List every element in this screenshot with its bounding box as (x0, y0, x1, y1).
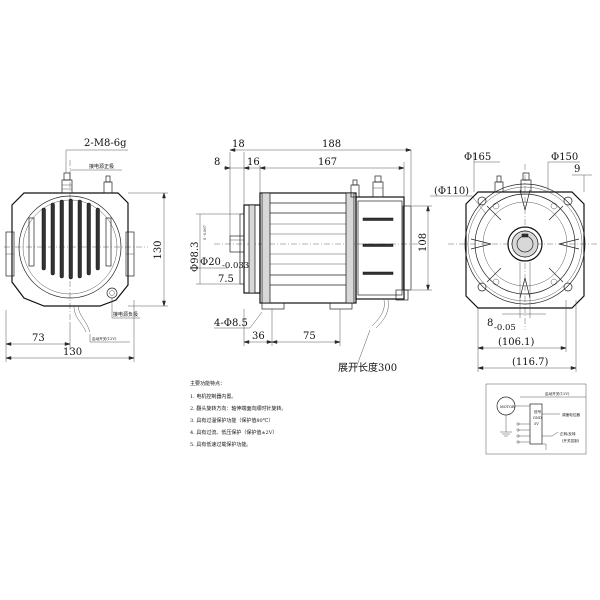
label-power-positive: 接电源正极 (89, 163, 114, 170)
feature-notes: 主要功能特点： 1. 电机控制器内置。 2. 翻头旋转方向：轴伸端面向顺时针旋转… (190, 380, 286, 448)
note-item-2: 2. 翻头旋转方向：轴伸端面向顺时针旋转。 (190, 405, 286, 412)
dim-mount-holes: 4-Φ8.5 (214, 318, 248, 329)
notes-title: 主要功能特点： (190, 380, 225, 387)
wiring-diagram: 启动开关(12V) MOTOR 信号 GND 5V 调速电位器 正转/反转 (开… (485, 383, 587, 455)
dim-key-tolerance: -0.05 (494, 323, 516, 333)
dim-18: 18 (232, 139, 245, 150)
left-view-body (11, 192, 129, 307)
dim-shaft-tolerance: -0.033 (222, 261, 249, 271)
dim-overall-length: 188 (322, 139, 341, 150)
controller-housing (355, 196, 405, 300)
dim-116-7: (116.7) (512, 357, 549, 368)
dim-shaft: Φ20 (200, 257, 221, 268)
dim-left-width: 130 (63, 347, 82, 358)
dim-75: 75 (303, 331, 316, 342)
label-thread-spec: 2-M8-6g (84, 138, 127, 149)
note-item-1: 1. 电机控制器内置。 (190, 393, 236, 400)
dim-bore: Φ98.3 (190, 242, 201, 272)
dim-left-offset: 73 (32, 333, 45, 344)
dim-d165: Φ165 (464, 152, 491, 163)
wiring-mid-label-3: 5V (534, 422, 539, 426)
dim-left-height: 130 (153, 240, 164, 259)
note-item-3: 3. 具有过温保护功能（保护值80℃） (190, 417, 273, 424)
dim-d150: Φ150 (551, 152, 578, 163)
wiring-forward-reverse: 正转/反转 (560, 431, 576, 436)
dim-7-5: 7.5 (218, 274, 234, 285)
dim-36: 36 (252, 331, 265, 342)
cooling-fins (41, 198, 100, 280)
front-view: 188 18 8 16 167 Φ98.3 0 -0.067 Φ20 -0.03… (190, 139, 432, 374)
wiring-motor-label: MOTOR (500, 405, 515, 409)
dim-d110: (Φ110) (434, 186, 469, 197)
dim-9: 9 (574, 164, 580, 175)
dim-108: 108 (418, 233, 429, 252)
label-power-negative: 接电源负极 (113, 311, 138, 318)
wiring-top-label: 启动开关(12V) (545, 391, 570, 396)
dim-8: 8 (214, 157, 220, 168)
wiring-mid-label-1: 信号 (534, 409, 542, 414)
dim-bore-tolerance: 0 -0.067 (203, 224, 207, 240)
wiring-mid-label-2: GND (533, 416, 542, 420)
terminal-studs (61, 172, 113, 194)
dim-106-1: (106.1) (498, 337, 535, 348)
note-item-5: 5. 具有低速过载保护功能。 (190, 441, 251, 448)
motor-body (259, 192, 357, 304)
right-view: Φ165 Φ150 9 (Φ110) 8 -0.05 (106.1) (116.… (430, 152, 598, 372)
dim-16: 16 (247, 157, 260, 168)
label-start-switch: 启动开关(12V) (92, 336, 117, 341)
dim-167: 167 (318, 157, 337, 168)
flange-spokes (470, 189, 580, 299)
left-view: 2-M8-6g 接电源正极 接电源负极 启动开关(12V) 130 73 (4, 138, 168, 362)
wiring-switch-label: (开关控制) (562, 438, 580, 443)
cable-length-label: 展开长度300 (338, 361, 397, 374)
dim-key: 8 (487, 318, 493, 329)
note-item-4: 4. 具有过流、低压保护（保护值±2V） (190, 429, 277, 436)
wiring-speed-label: 调速电位器 (562, 412, 580, 417)
